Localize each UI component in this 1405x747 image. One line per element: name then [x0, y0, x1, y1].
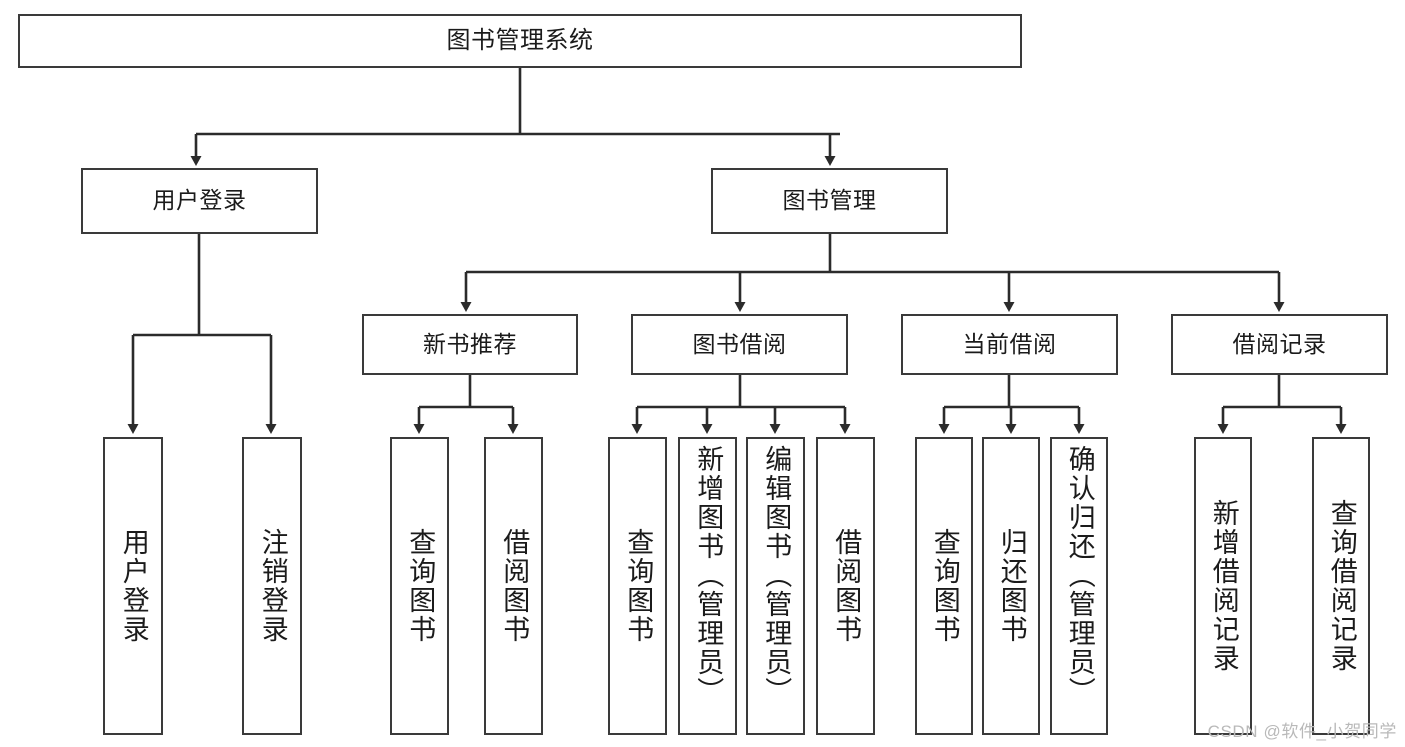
node-new-book-recommend[interactable]: 新书推荐	[362, 314, 578, 375]
leaf-query-book-current[interactable]: 查询图书	[915, 437, 973, 735]
leaf-edit-book-admin[interactable]: 编辑图书（管理员）	[746, 437, 805, 735]
leaf-borrow-book-newbook[interactable]: 借阅图书	[484, 437, 543, 735]
node-label: 用户登录	[118, 528, 149, 644]
csdn-watermark: CSDN @软件_小贺同学	[1207, 722, 1397, 741]
node-user-login[interactable]: 用户登录	[81, 168, 318, 234]
node-label: 图书借阅	[692, 330, 787, 357]
leaf-user-login[interactable]: 用户登录	[103, 437, 163, 735]
node-label: 借阅记录	[1232, 330, 1327, 357]
leaf-borrow-book-borrow[interactable]: 借阅图书	[816, 437, 875, 735]
node-label: 当前借阅	[962, 330, 1057, 357]
node-label: 新增借阅记录	[1208, 499, 1239, 673]
node-label: 查询图书	[405, 528, 436, 644]
node-label: 用户登录	[152, 187, 247, 214]
leaf-add-borrow-record[interactable]: 新增借阅记录	[1194, 437, 1252, 735]
node-label: 借阅图书	[499, 528, 530, 644]
node-current-borrow[interactable]: 当前借阅	[901, 314, 1118, 375]
leaf-query-book-borrow[interactable]: 查询图书	[608, 437, 667, 735]
leaf-query-book-newbook[interactable]: 查询图书	[390, 437, 449, 735]
node-borrow-record[interactable]: 借阅记录	[1171, 314, 1388, 375]
node-label: 图书管理系统	[446, 26, 594, 54]
leaf-query-borrow-record[interactable]: 查询借阅记录	[1312, 437, 1370, 735]
node-label: 查询图书	[929, 528, 960, 644]
leaf-add-book-admin[interactable]: 新增图书（管理员）	[678, 437, 737, 735]
node-root-book-management-system[interactable]: 图书管理系统	[18, 14, 1022, 68]
node-label: 新增图书（管理员）	[693, 445, 724, 706]
node-label: 查询借阅记录	[1326, 499, 1357, 673]
node-book-management[interactable]: 图书管理	[711, 168, 948, 234]
leaf-logout[interactable]: 注销登录	[242, 437, 302, 735]
leaf-return-book[interactable]: 归还图书	[982, 437, 1040, 735]
node-label: 编辑图书（管理员）	[761, 445, 792, 706]
leaf-confirm-return-admin[interactable]: 确认归还（管理员）	[1050, 437, 1108, 735]
node-book-borrow[interactable]: 图书借阅	[631, 314, 848, 375]
node-label: 注销登录	[257, 528, 288, 644]
node-label: 查询图书	[623, 528, 654, 644]
node-label: 确认归还（管理员）	[1064, 445, 1095, 706]
node-label: 借阅图书	[831, 528, 862, 644]
node-label: 新书推荐	[423, 330, 517, 357]
node-label: 图书管理	[782, 187, 877, 214]
node-label: 归还图书	[996, 528, 1027, 644]
